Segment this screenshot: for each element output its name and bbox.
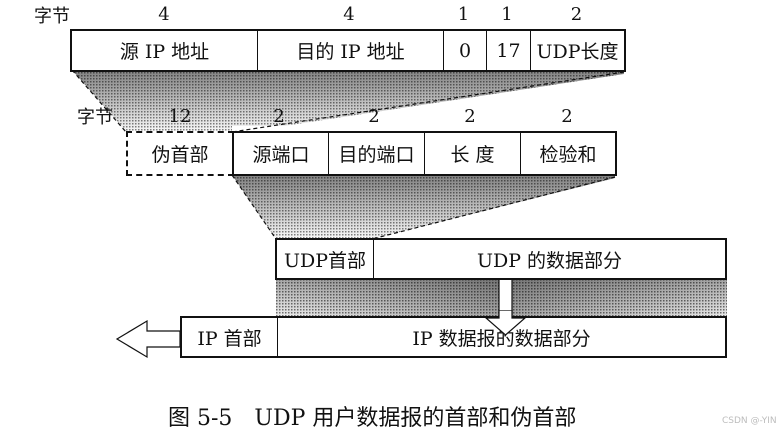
pseudo-header-box: 伪首部 — [126, 131, 234, 176]
size-zero: 1 — [457, 4, 470, 25]
byte-unit-label-1: 字节 — [34, 6, 70, 27]
size-length: 2 — [464, 106, 476, 127]
down-arrow-tip-icon — [484, 310, 527, 336]
ip-datagram-row: IP 首部 IP 数据报的数据部分 — [180, 316, 727, 358]
funnel-shading-1 — [71, 69, 625, 133]
field-dst-ip: 目的 IP 地址 — [258, 31, 444, 70]
udp-data-block: UDP 的数据部分 — [476, 249, 623, 272]
size-src-port: 2 — [273, 106, 285, 127]
ip-header-block: IP 首部 — [182, 318, 278, 356]
size-checksum: 2 — [561, 106, 573, 127]
left-arrow-icon — [115, 319, 181, 359]
field-length: 长 度 — [425, 133, 521, 174]
field-protocol: 17 — [487, 31, 531, 70]
funnel-shading-2 — [231, 174, 616, 240]
byte-unit-label-2: 字节 — [77, 107, 113, 128]
size-dst-port: 2 — [368, 106, 380, 127]
figure-caption: 图 5-5 UDP 用户数据报的首部和伪首部 — [168, 406, 577, 431]
ip-data-block: IP 数据报的数据部分 — [412, 327, 591, 350]
udp-header-row: 源端口 目的端口 长 度 检验和 — [232, 131, 617, 176]
field-udp-length: UDP长度 — [536, 41, 619, 63]
size-pseudo: 12 — [168, 106, 192, 127]
field-dst-port: 目的端口 — [329, 133, 425, 174]
udp-datagram-row: UDP首部 UDP 的数据部分 — [275, 238, 727, 280]
watermark: CSDN @-YIN — [722, 416, 777, 426]
pseudo-header-row: 源 IP 地址 目的 IP 地址 0 17 UDP长度 — [70, 29, 626, 72]
field-checksum: 检验和 — [539, 144, 597, 166]
size-dst-ip: 4 — [343, 4, 355, 25]
field-zero: 0 — [444, 31, 487, 70]
size-udp-length: 2 — [570, 4, 583, 25]
field-src-ip: 源 IP 地址 — [72, 31, 258, 70]
size-src-ip: 4 — [158, 4, 170, 25]
udp-header-block: UDP首部 — [277, 240, 374, 278]
size-protocol: 1 — [501, 4, 513, 25]
field-src-port: 源端口 — [234, 133, 329, 174]
